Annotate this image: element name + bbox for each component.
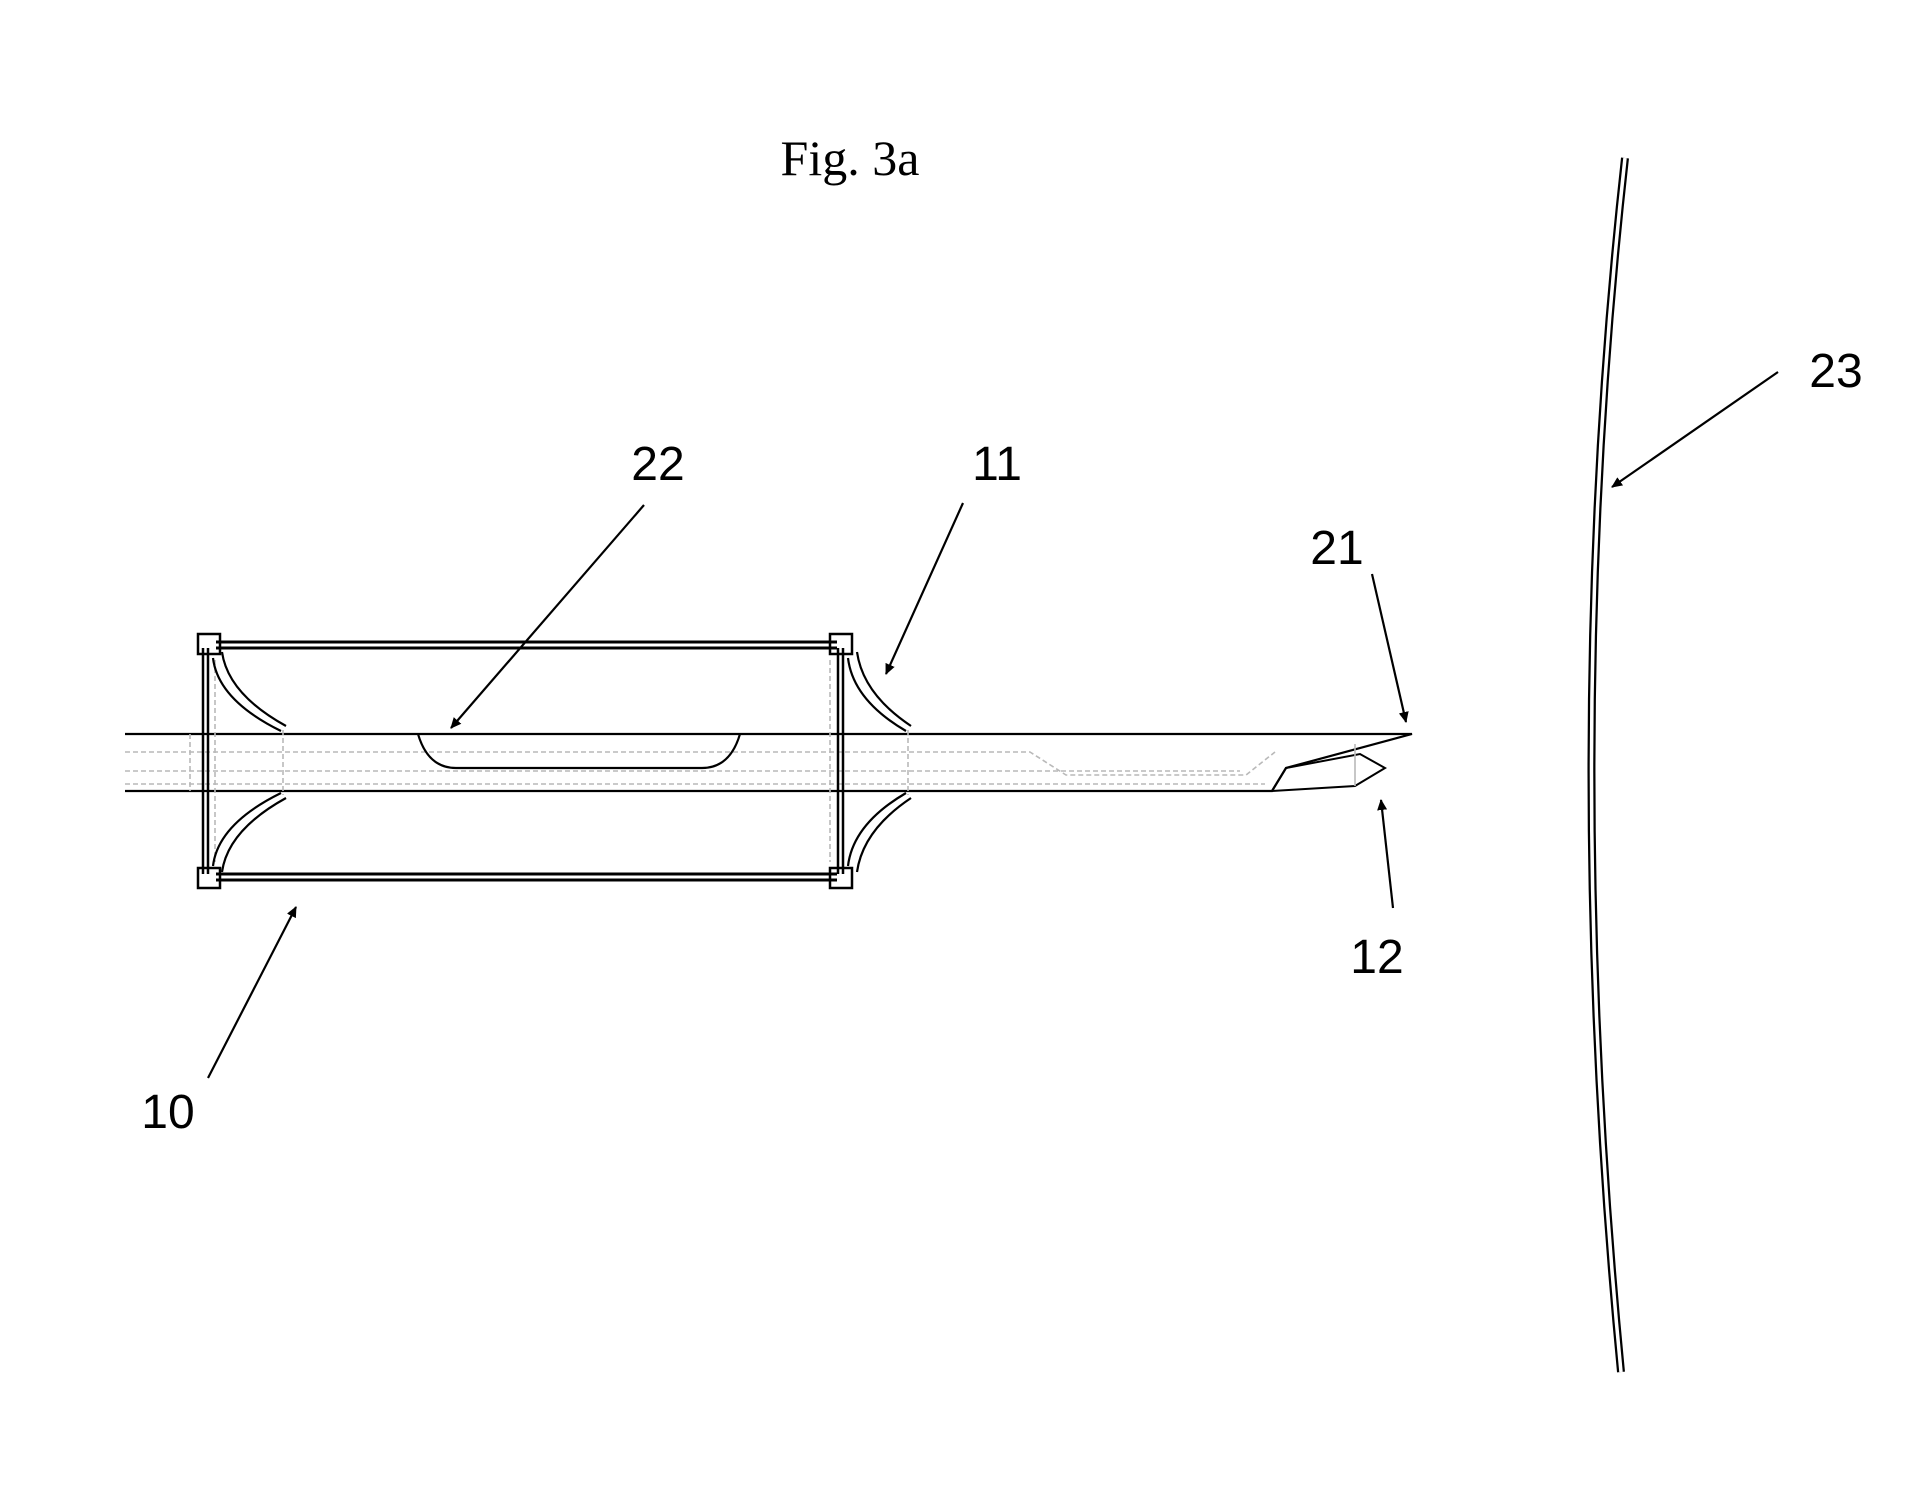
- arrow-12: [1377, 799, 1395, 909]
- curved-legs: [211, 651, 912, 873]
- arrow-21: [1370, 573, 1409, 723]
- ref-label-21: 21: [1310, 522, 1363, 575]
- arrow-23: [1611, 371, 1779, 488]
- arrow-10: [207, 906, 297, 1079]
- ref-label-10: 10: [141, 1086, 194, 1139]
- cage-housing: [189, 632, 909, 890]
- curved-wall-inner: [1589, 157, 1627, 1373]
- ref-label-22: 22: [631, 438, 684, 491]
- arrow-22: [450, 504, 645, 729]
- needle-shaft: [125, 732, 1413, 793]
- ref-label-23: 23: [1809, 345, 1862, 398]
- ref-label-11: 11: [972, 438, 1022, 491]
- figure-caption: Fig. 3a: [781, 130, 920, 186]
- shaft-recess: [416, 733, 742, 770]
- leader-arrows: [207, 371, 1779, 1079]
- ref-label-12: 12: [1350, 931, 1403, 984]
- arrow-11: [884, 502, 965, 675]
